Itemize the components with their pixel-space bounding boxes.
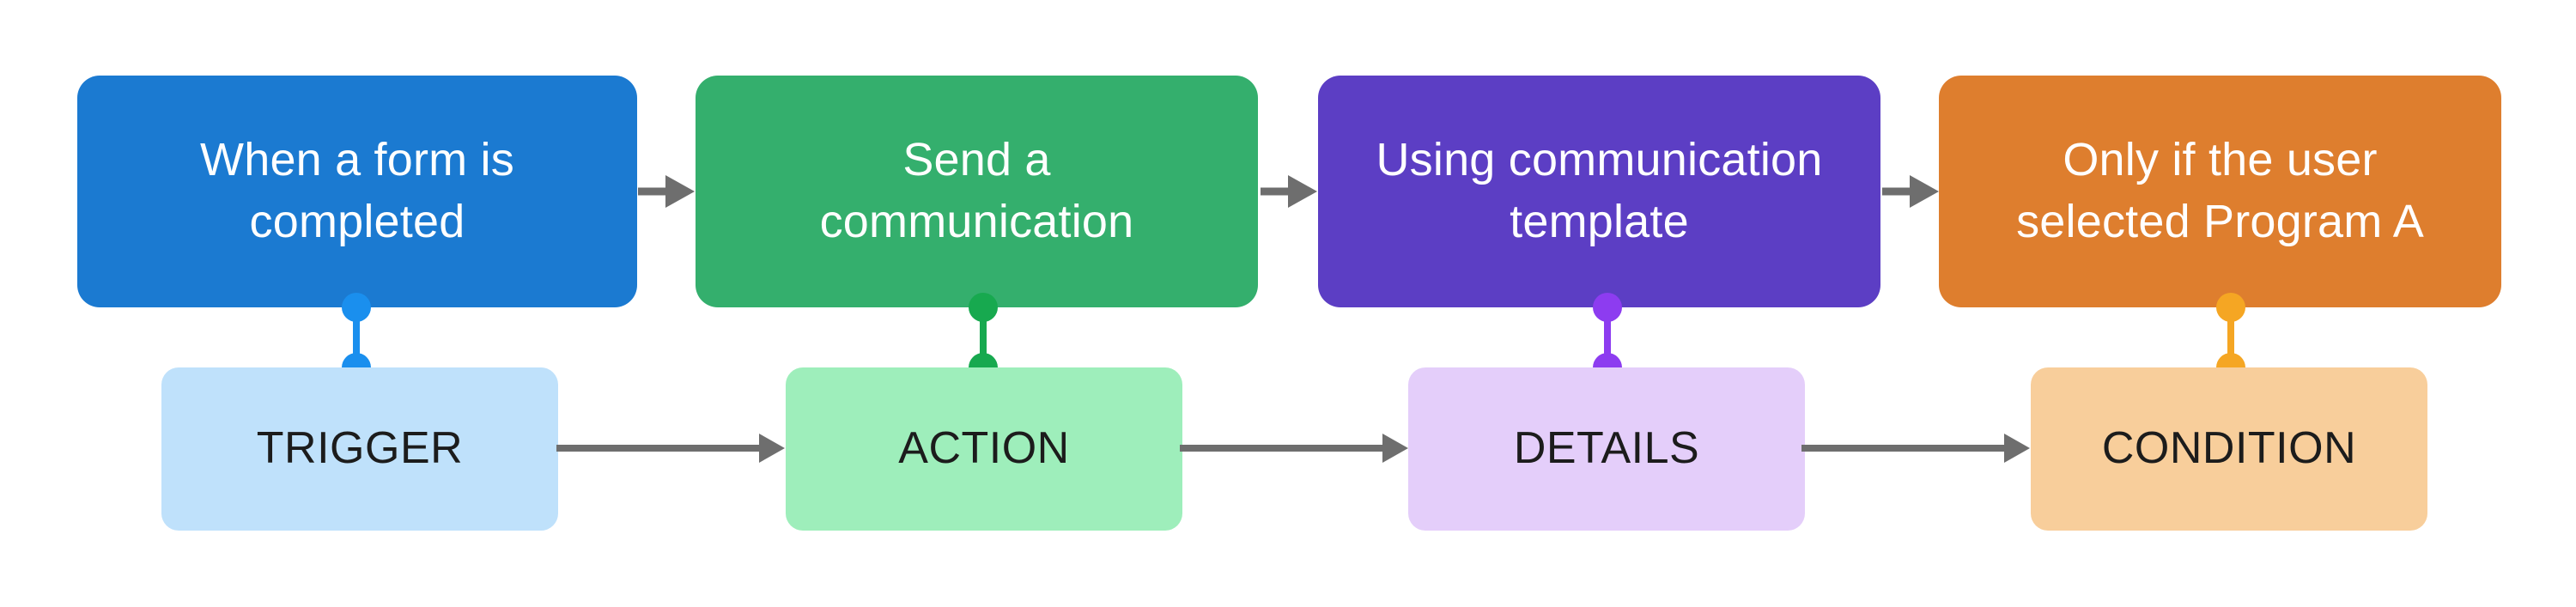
step-card-condition[interactable]: Only if the user selected Program A: [1939, 76, 2501, 307]
step-card-label: Only if the user selected Program A: [2016, 134, 2424, 247]
category-chip-label: DETAILS: [1513, 423, 1700, 474]
category-chip-label: TRIGGER: [256, 423, 464, 474]
step-card-action[interactable]: Send a communication: [696, 76, 1258, 307]
flow-arrow-action-to-details: [1261, 175, 1317, 208]
chip-arrow-details-to-condition: [1801, 434, 2030, 463]
category-chip-details[interactable]: DETAILS: [1408, 367, 1805, 531]
chip-arrow-action-to-details: [1180, 434, 1408, 463]
step-card-label: Send a communication: [819, 134, 1134, 247]
chip-arrow-trigger-to-action: [556, 434, 785, 463]
category-chip-action[interactable]: ACTION: [786, 367, 1182, 531]
flow-arrow-details-to-condition: [1882, 175, 1939, 208]
category-chip-trigger[interactable]: TRIGGER: [161, 367, 558, 531]
step-card-trigger[interactable]: When a form is completed: [77, 76, 637, 307]
step-card-details[interactable]: Using communication template: [1318, 76, 1880, 307]
category-chip-label: CONDITION: [2101, 423, 2357, 474]
category-chip-label: ACTION: [898, 423, 1070, 474]
step-card-label: When a form is completed: [200, 134, 514, 247]
flow-arrow-trigger-to-action: [638, 175, 695, 208]
step-card-label: Using communication template: [1376, 134, 1823, 247]
category-chip-condition[interactable]: CONDITION: [2031, 367, 2427, 531]
